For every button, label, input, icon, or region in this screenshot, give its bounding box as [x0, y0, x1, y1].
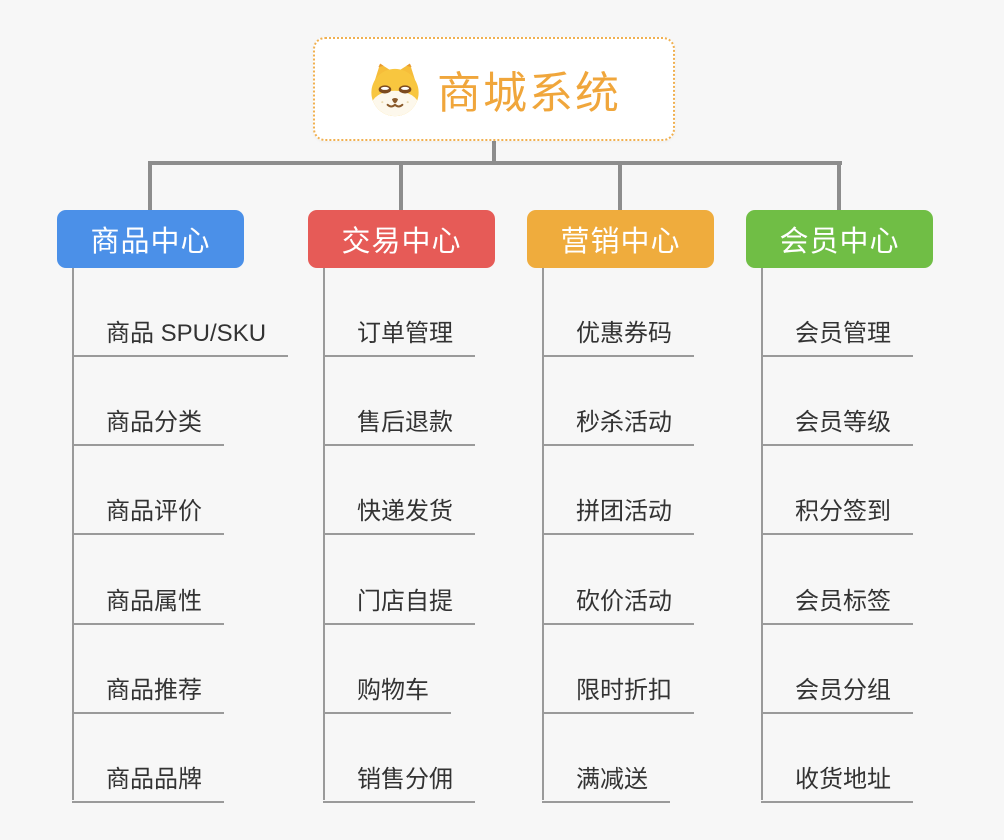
leaf-node[interactable]: 售后退款	[323, 408, 475, 446]
leaf-node[interactable]: 商品 SPU/SKU	[72, 319, 289, 357]
leaf-node[interactable]: 收货地址	[761, 765, 913, 803]
leaf-node[interactable]: 销售分佣	[323, 765, 475, 803]
connector-drop-trade	[399, 163, 403, 211]
leaf-node[interactable]: 砍价活动	[542, 587, 694, 625]
connector-root-stem	[492, 141, 496, 163]
leaf-node[interactable]: 订单管理	[323, 319, 475, 357]
branch-products[interactable]: 商品中心	[57, 210, 244, 268]
connector-drop-products	[148, 163, 152, 211]
branch-member-label: 会员中心	[779, 226, 900, 258]
branch-products-label: 商品中心	[90, 226, 211, 258]
leaf-node[interactable]: 快递发货	[323, 497, 475, 535]
connector-horizontal-bar	[148, 161, 842, 165]
leaf-node[interactable]: 限时折扣	[542, 676, 694, 714]
shiba-dog-icon	[371, 63, 419, 117]
connector-drop-marketing	[618, 163, 622, 211]
leaf-node[interactable]: 商品属性	[72, 587, 224, 625]
leaf-node[interactable]: 会员分组	[761, 676, 913, 714]
leaf-node[interactable]: 会员标签	[761, 587, 913, 625]
branch-trade[interactable]: 交易中心	[308, 210, 495, 268]
branch-marketing-label: 营销中心	[560, 226, 681, 258]
leaf-node[interactable]: 拼团活动	[542, 497, 694, 535]
leaf-node[interactable]: 秒杀活动	[542, 408, 694, 446]
branch-marketing[interactable]: 营销中心	[527, 210, 714, 268]
leaf-node[interactable]: 商品评价	[72, 497, 224, 535]
branch-member[interactable]: 会员中心	[746, 210, 933, 268]
root-node[interactable]: 商城系统	[313, 37, 675, 141]
leaf-node[interactable]: 商品推荐	[72, 676, 224, 714]
connector-drop-member	[837, 163, 841, 211]
branch-trade-label: 交易中心	[341, 226, 462, 258]
leaf-node[interactable]: 会员管理	[761, 319, 913, 357]
leaf-node[interactable]: 积分签到	[761, 497, 913, 535]
leaf-node[interactable]: 优惠券码	[542, 319, 694, 357]
leaf-node[interactable]: 购物车	[323, 676, 451, 714]
leaf-node[interactable]: 满减送	[542, 765, 670, 803]
leaf-node[interactable]: 门店自提	[323, 587, 475, 625]
leaf-node[interactable]: 会员等级	[761, 408, 913, 446]
leaf-node[interactable]: 商品分类	[72, 408, 224, 446]
leaf-node[interactable]: 商品品牌	[72, 765, 224, 803]
root-title: 商城系统	[437, 69, 621, 118]
